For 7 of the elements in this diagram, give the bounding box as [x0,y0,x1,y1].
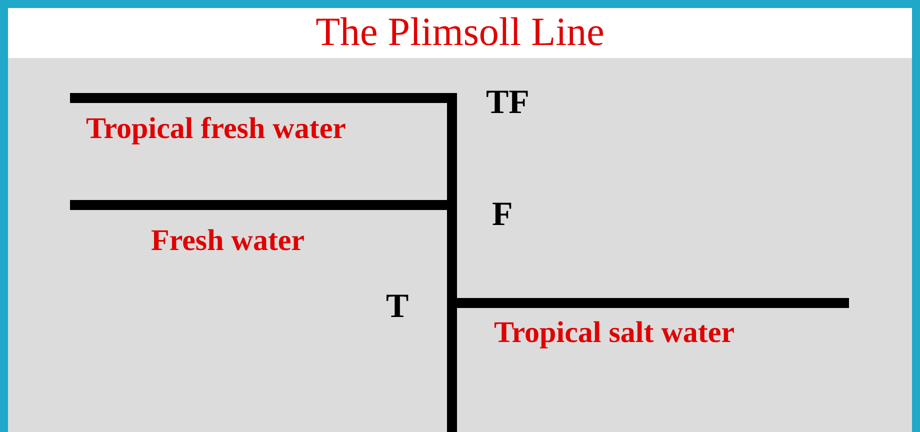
zone-label: Fresh water [151,224,305,258]
line-mark-letter: T [386,290,409,324]
line-mark-letter: TF [486,86,530,120]
diagram-title: The Plimsoll Line [314,10,606,54]
zone-label: Tropical fresh water [86,112,346,146]
zone-label: Tropical salt water [494,316,735,350]
line-mark-letter: F [492,198,513,232]
